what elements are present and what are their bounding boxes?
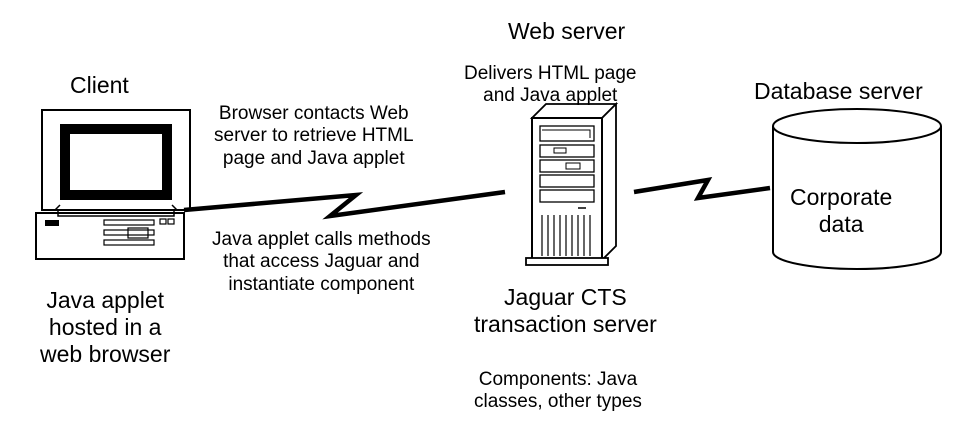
database-server-title: Database server xyxy=(754,78,923,104)
corporate-data-label: Corporate data xyxy=(790,184,893,238)
components-label: Components: Java classes, other types xyxy=(474,369,642,413)
client-computer-icon xyxy=(35,109,191,260)
browser-contacts-label: Browser contacts Web server to retrieve … xyxy=(214,103,414,169)
database-cylinder-icon xyxy=(772,108,942,270)
web-server-delivers-label: Delivers HTML page and Java applet xyxy=(464,63,637,107)
link-client-webserver xyxy=(183,189,506,220)
web-server-title: Web server xyxy=(508,18,626,44)
jaguar-cts-label: Jaguar CTS transaction server xyxy=(474,284,657,338)
client-caption: Java applet hosted in a web browser xyxy=(40,287,171,368)
client-title: Client xyxy=(70,72,129,98)
applet-calls-label: Java applet calls methods that access Ja… xyxy=(212,229,431,295)
web-server-tower-icon xyxy=(525,101,619,266)
link-webserver-database xyxy=(633,177,771,201)
